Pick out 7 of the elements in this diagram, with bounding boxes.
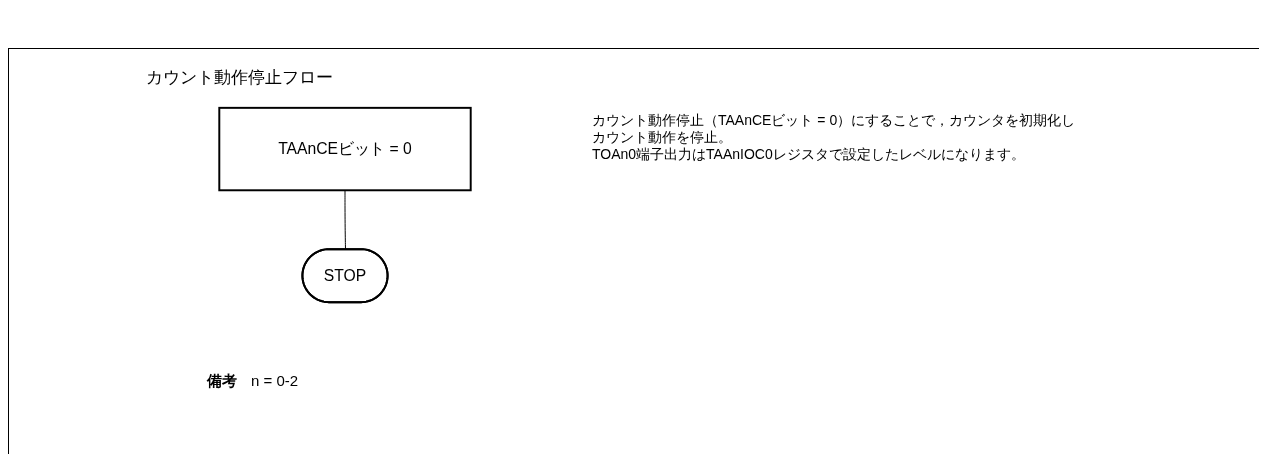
node-box: TAAnCEビット = 0 [218,106,472,192]
diagram-title: カウント動作停止フロー [146,67,333,89]
note-text: TOAn0端子出力はTAAnIOC0レジスタで設定したレベルになります。 [592,146,1026,163]
remark-text: n = 0-2 [251,372,299,389]
remark-heading: 備考 [207,372,237,389]
connector [344,189,346,251]
note-text: カウント動作停止（TAAnCEビット = 0）にすることで，カウンタを初期化しカウント動作を停止。 [592,112,1077,146]
